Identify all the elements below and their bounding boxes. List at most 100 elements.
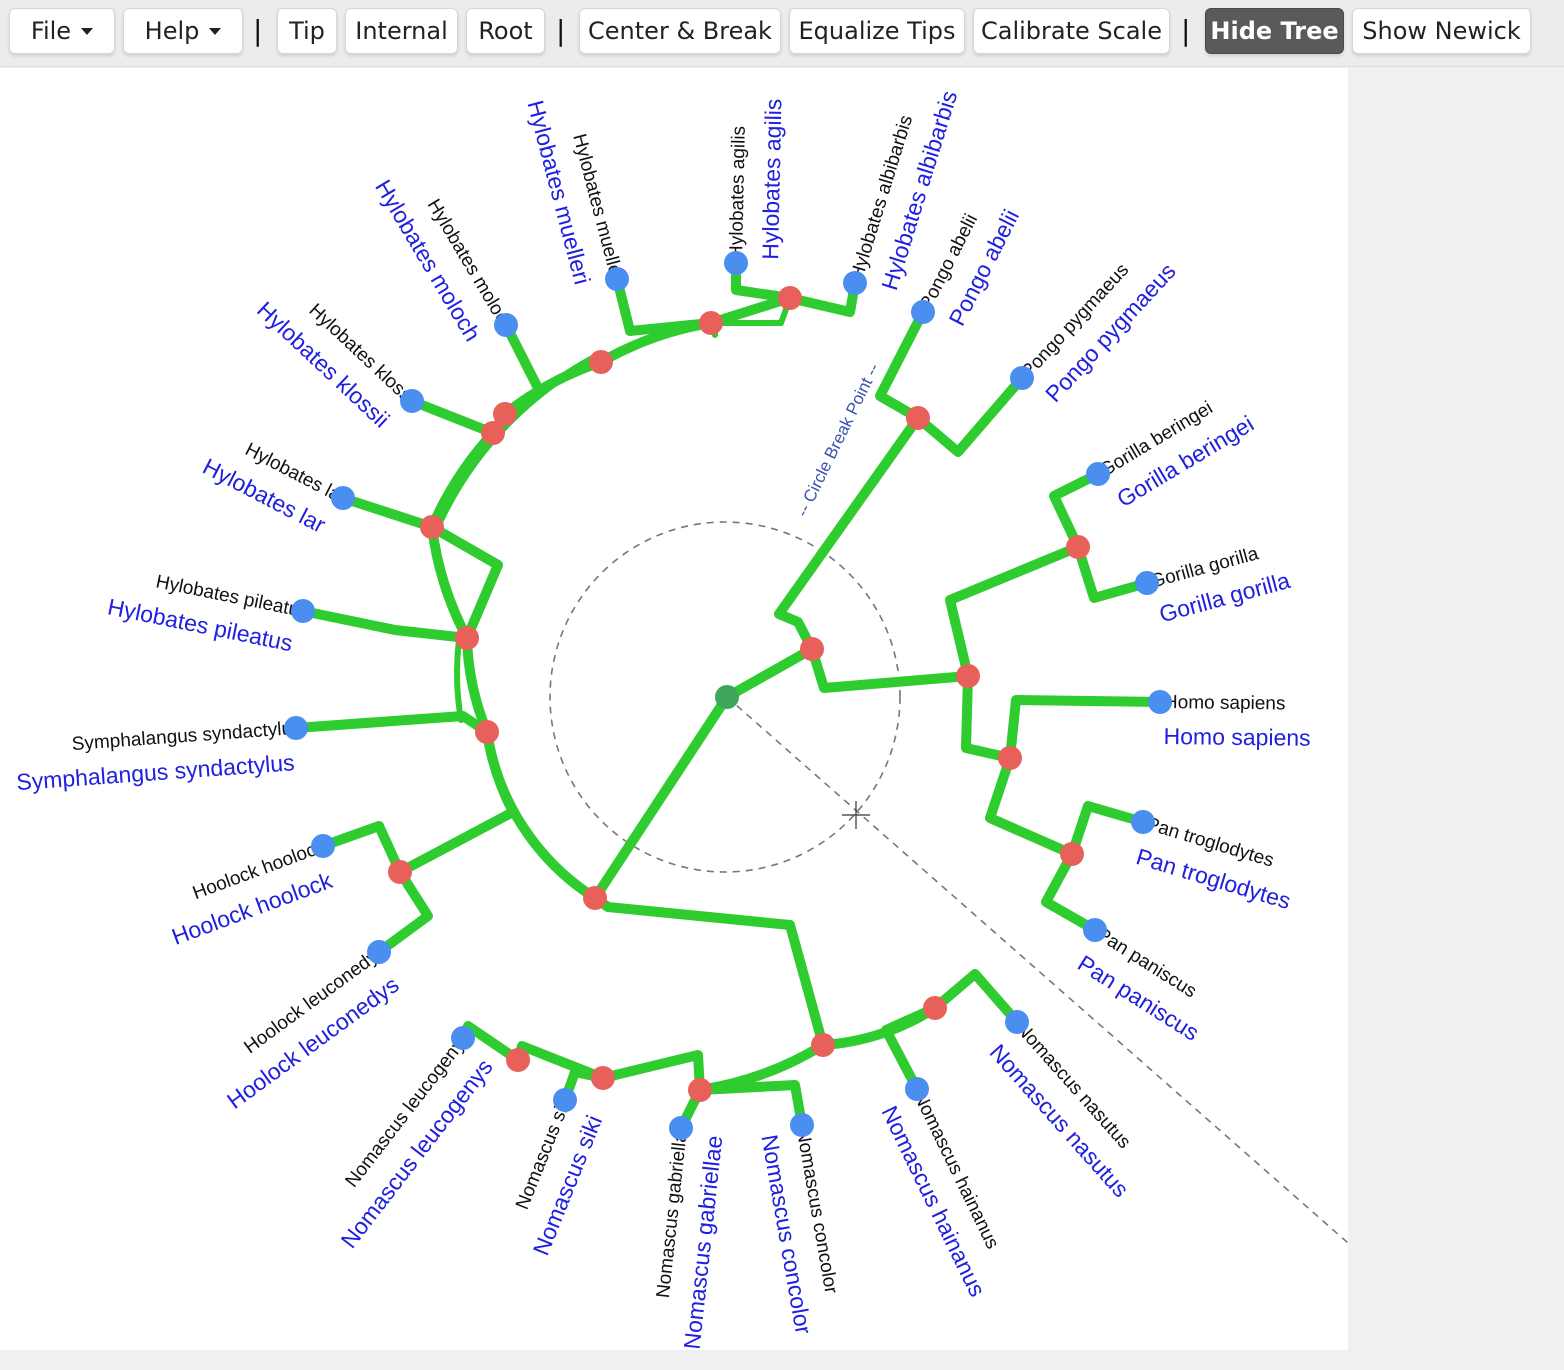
circular-tree[interactable]: -- Circle Break Point --	[0, 68, 1349, 1351]
tip-node[interactable]	[1010, 366, 1034, 390]
internal-node[interactable]	[778, 286, 802, 310]
crosshair-icon[interactable]	[842, 801, 870, 829]
help-menu-button[interactable]: Help	[123, 8, 243, 54]
internal-button[interactable]: Internal	[345, 8, 458, 54]
tip-node[interactable]	[905, 1077, 929, 1101]
tip-button[interactable]: Tip	[277, 8, 337, 54]
internal-node[interactable]	[688, 1078, 712, 1102]
branch[interactable]	[318, 821, 405, 877]
tip-node[interactable]	[400, 389, 424, 413]
internal-node[interactable]	[506, 1048, 530, 1072]
branch[interactable]	[913, 373, 1027, 457]
tip-label[interactable]: Symphalangus syndactylu	[71, 718, 293, 755]
tip-node[interactable]	[291, 599, 315, 623]
root-node[interactable]	[715, 685, 739, 709]
internal-node[interactable]	[420, 515, 444, 539]
branch[interactable]	[774, 413, 923, 654]
branch[interactable]	[695, 1080, 807, 1130]
equalize-tips-button[interactable]: Equalize Tips	[789, 8, 965, 54]
branch[interactable]	[875, 307, 928, 423]
tip-node[interactable]	[494, 313, 518, 337]
species-label[interactable]: Symphalangus syndactylus	[16, 749, 296, 795]
tip-label[interactable]: Hylobates agilis	[726, 126, 750, 259]
root-button[interactable]: Root	[466, 8, 545, 54]
branch[interactable]	[436, 351, 604, 524]
branch[interactable]	[407, 396, 498, 438]
branch[interactable]	[706, 293, 795, 328]
internal-node[interactable]	[475, 720, 499, 744]
species-label[interactable]: Hylobates agilis	[757, 98, 786, 260]
tip-node[interactable]	[284, 716, 308, 740]
branch[interactable]	[590, 692, 732, 903]
tree-canvas[interactable]: -- Circle Break Point --	[0, 68, 1349, 1351]
tip-node[interactable]	[669, 1116, 693, 1140]
branch[interactable]	[482, 727, 518, 817]
branch[interactable]	[807, 644, 973, 693]
tip-node[interactable]	[1131, 810, 1155, 834]
internal-node[interactable]	[583, 886, 607, 910]
branch[interactable]	[961, 671, 1015, 763]
calibrate-scale-button[interactable]: Calibrate Scale	[973, 8, 1170, 54]
file-menu-button[interactable]: File	[9, 8, 115, 54]
internal-node[interactable]	[591, 1066, 615, 1090]
tip-node[interactable]	[553, 1088, 577, 1112]
tip-node[interactable]	[451, 1026, 475, 1050]
branch[interactable]	[427, 522, 503, 643]
branch[interactable]	[985, 753, 1077, 859]
tip-node[interactable]	[790, 1113, 814, 1137]
tip-node[interactable]	[1083, 918, 1107, 942]
tip-node[interactable]	[911, 300, 935, 324]
tip-node[interactable]	[331, 486, 355, 510]
tip-node[interactable]	[605, 267, 629, 291]
branch[interactable]	[338, 493, 437, 532]
branch[interactable]	[722, 644, 817, 702]
tip-label[interactable]: Homo sapiens	[1164, 692, 1286, 714]
branch[interactable]	[612, 274, 716, 336]
center-break-button[interactable]: Center & Break	[579, 8, 781, 54]
branch[interactable]	[454, 637, 464, 723]
tip-node[interactable]	[843, 271, 867, 295]
internal-node[interactable]	[1060, 842, 1084, 866]
branch[interactable]	[374, 867, 433, 957]
internal-node[interactable]	[455, 626, 479, 650]
tip-node[interactable]	[1135, 571, 1159, 595]
hide-tree-button[interactable]: Hide Tree	[1205, 8, 1344, 54]
branch[interactable]	[395, 807, 518, 877]
tip-node[interactable]	[367, 940, 391, 964]
branch[interactable]	[1049, 469, 1103, 552]
internal-node[interactable]	[388, 860, 412, 884]
internal-node[interactable]	[1066, 535, 1090, 559]
branch[interactable]	[298, 606, 472, 643]
branch[interactable]	[1041, 849, 1100, 935]
tip-node[interactable]	[724, 251, 748, 275]
branch[interactable]	[1067, 801, 1148, 859]
internal-node[interactable]	[998, 746, 1022, 770]
internal-node[interactable]	[906, 406, 930, 430]
internal-node[interactable]	[493, 402, 517, 426]
internal-node[interactable]	[923, 996, 947, 1020]
tip-node[interactable]	[1148, 690, 1172, 714]
tip-node[interactable]	[1086, 462, 1110, 486]
internal-node[interactable]	[956, 664, 980, 688]
toolbar: File Help | Tip Internal Root | Center &…	[0, 0, 1564, 67]
break-line[interactable]	[726, 696, 1349, 1244]
internal-node[interactable]	[481, 421, 505, 445]
internal-node[interactable]	[811, 1033, 835, 1057]
branch[interactable]	[590, 893, 828, 1050]
file-menu-label: File	[30, 17, 72, 45]
tip-node[interactable]	[1005, 1010, 1029, 1034]
branch[interactable]	[1005, 695, 1165, 763]
branch[interactable]	[598, 1050, 705, 1095]
tip-node[interactable]	[311, 834, 335, 858]
internal-node[interactable]	[800, 637, 824, 661]
branch[interactable]	[930, 969, 1022, 1027]
break-circle[interactable]	[549, 521, 901, 873]
branch[interactable]	[945, 542, 1083, 681]
internal-node[interactable]	[589, 350, 613, 374]
branch[interactable]	[881, 1003, 940, 1094]
show-newick-button[interactable]: Show Newick	[1352, 8, 1531, 54]
branch[interactable]	[1073, 542, 1152, 603]
internal-node[interactable]	[699, 311, 723, 335]
species-label[interactable]: Homo sapiens	[1163, 723, 1310, 751]
